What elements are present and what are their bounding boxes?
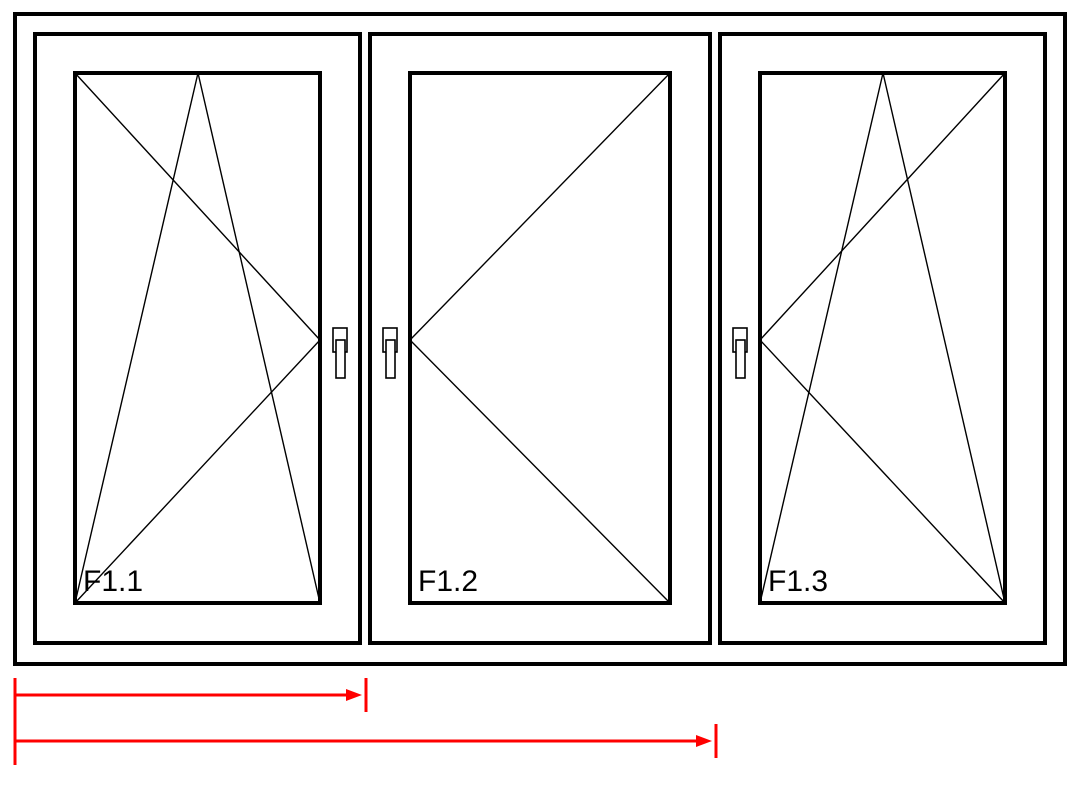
tilt-indicator xyxy=(759,72,1006,604)
sash-frame xyxy=(718,32,1047,645)
panel-f1-2: F1.2 xyxy=(368,32,712,645)
panel-label: F1.3 xyxy=(768,565,828,598)
handle-icon xyxy=(732,327,748,379)
glass-pane xyxy=(408,71,672,605)
outer-frame xyxy=(13,12,1067,666)
glass-pane xyxy=(73,71,322,605)
panel-f1-3: F1.3 xyxy=(718,32,1047,645)
tilt-indicator xyxy=(74,72,321,604)
sash-frame xyxy=(368,32,712,645)
sash-frame xyxy=(33,32,362,645)
turn-indicator xyxy=(74,72,321,604)
glass-pane xyxy=(758,71,1007,605)
panel-f1-1: F1.1 xyxy=(33,32,362,645)
dimension-line-2 xyxy=(15,724,718,758)
panel-label: F1.1 xyxy=(83,565,143,598)
handle-icon xyxy=(332,327,348,379)
dimension-line-1 xyxy=(13,678,368,765)
turn-indicator xyxy=(759,72,1006,604)
panel-label: F1.2 xyxy=(418,565,478,598)
turn-indicator xyxy=(409,72,671,604)
handle-icon xyxy=(382,327,398,379)
